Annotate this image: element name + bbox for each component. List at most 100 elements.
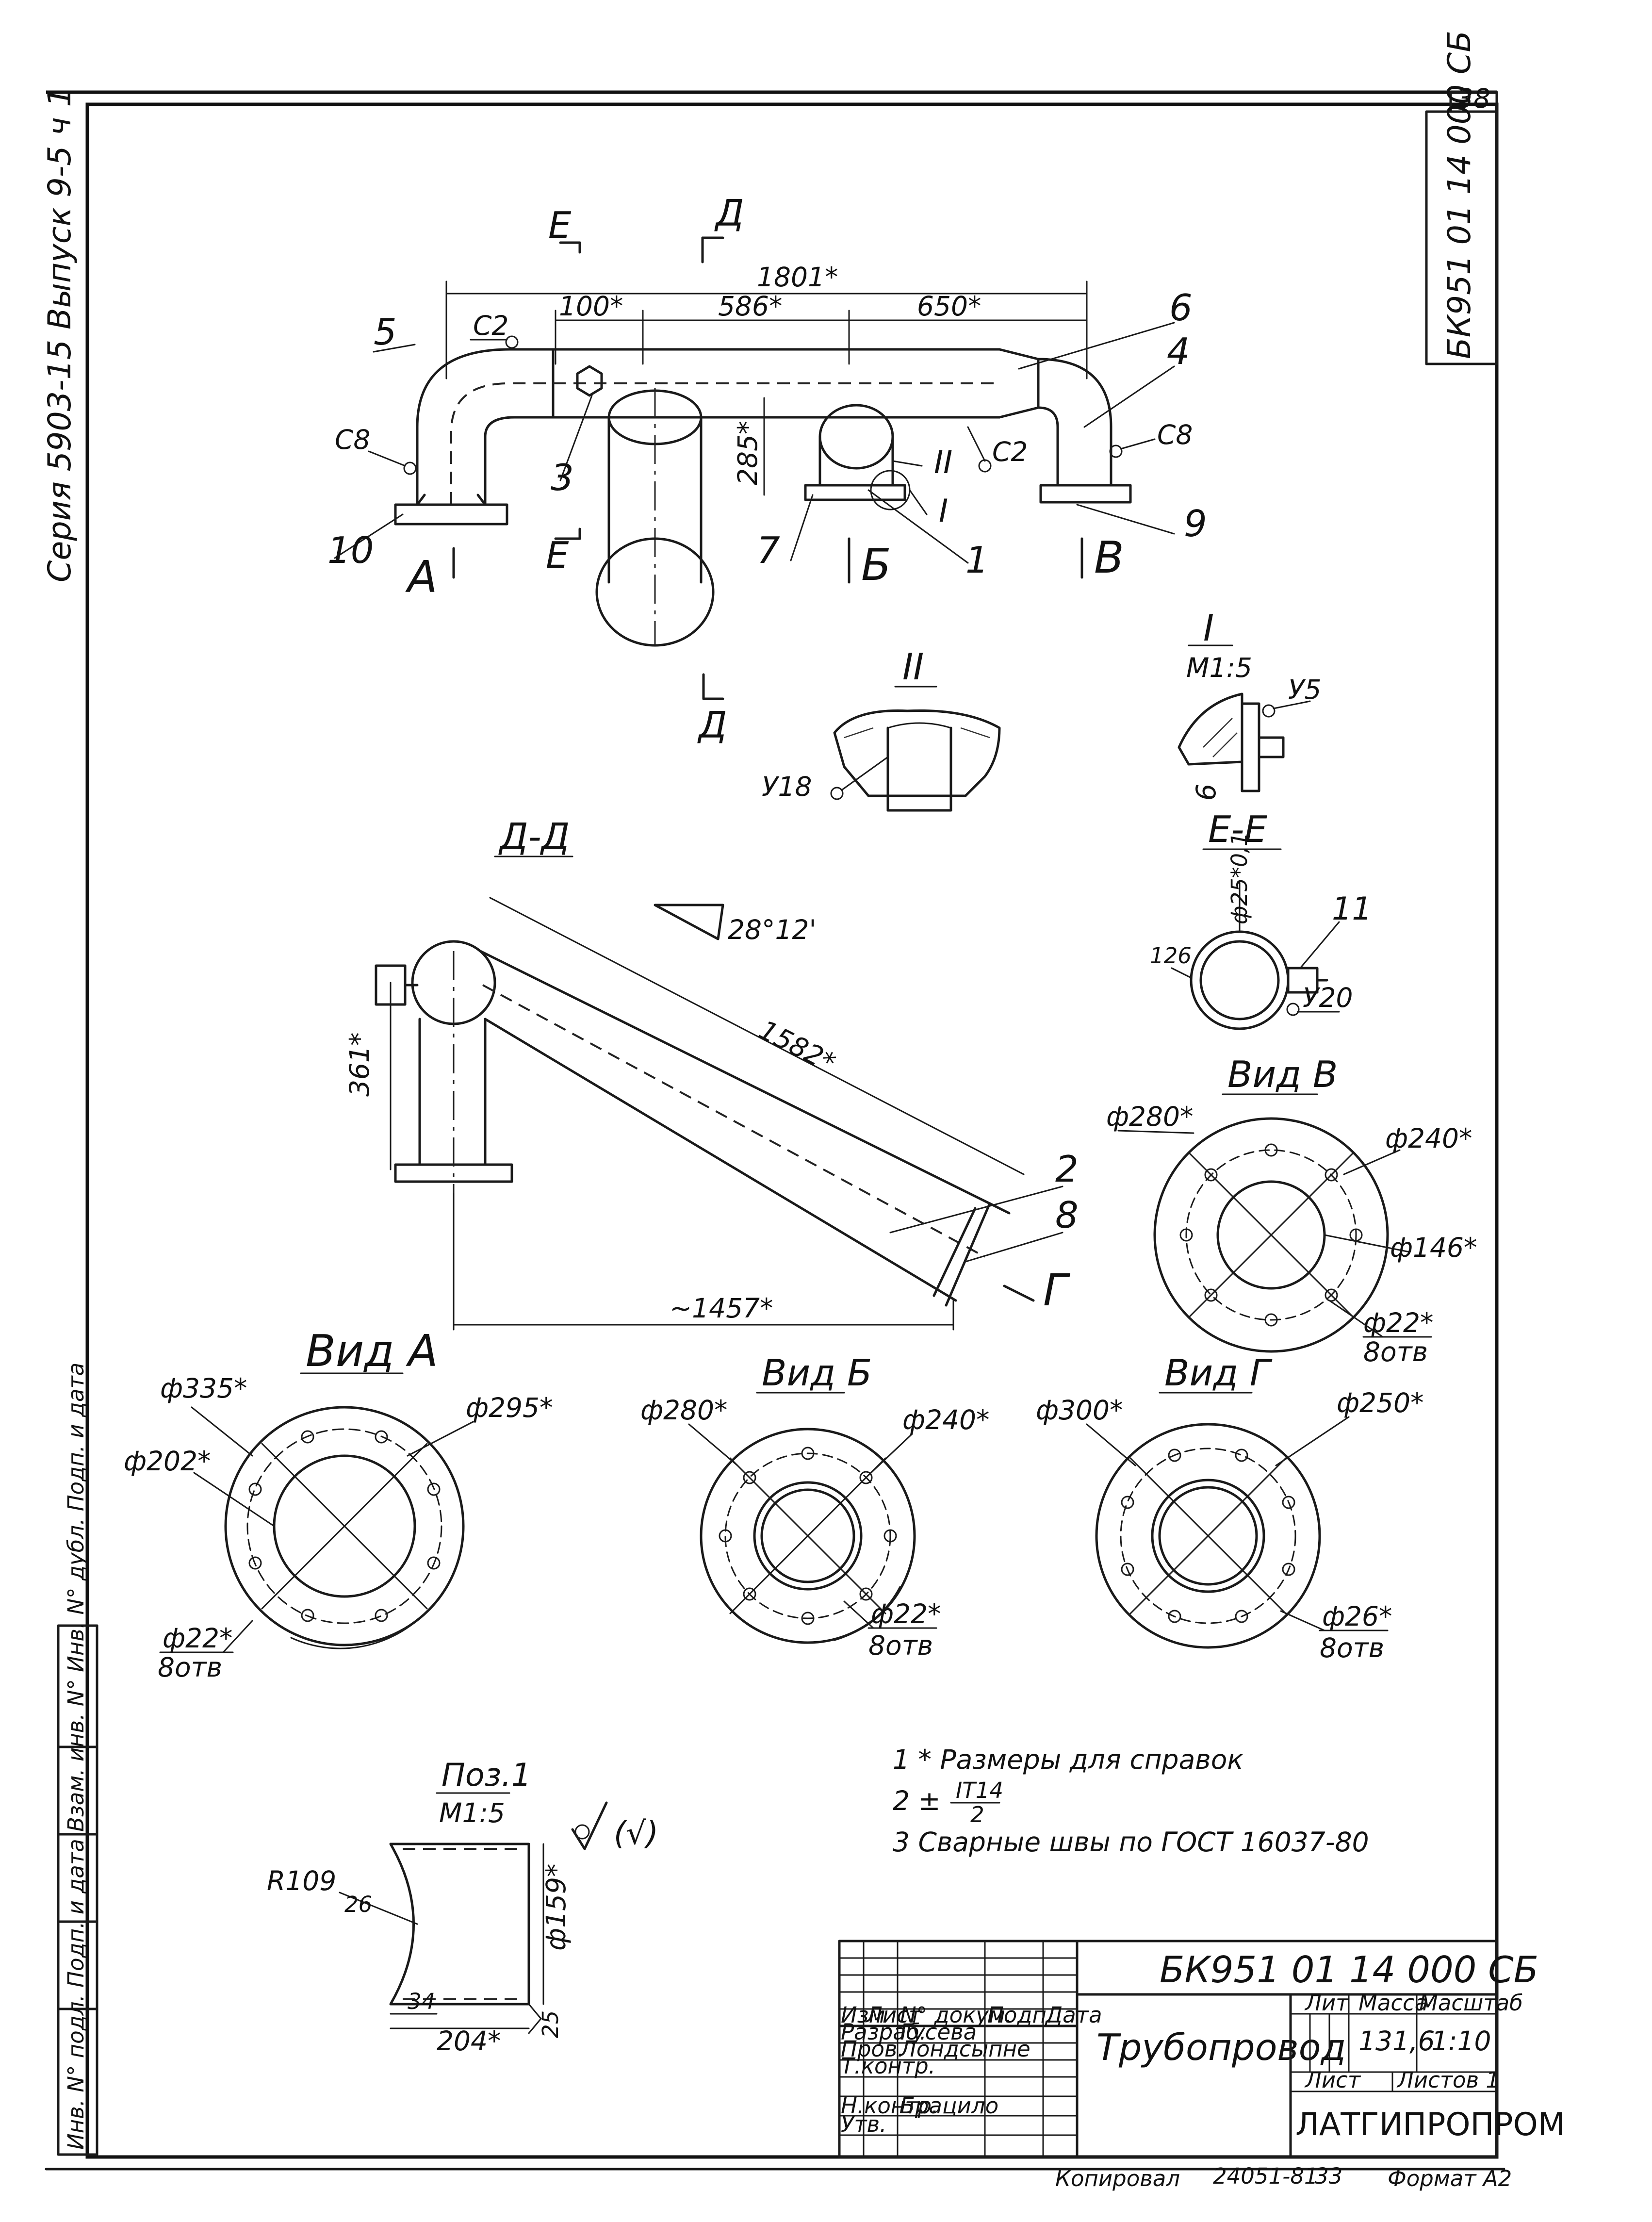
tb-hdr-sign: Подп. (987, 2002, 1053, 2028)
pos1-dia: ф159* (540, 1863, 572, 1951)
section-e-bottom-label: Е (546, 534, 569, 576)
view-g-d250: ф250* (1337, 1387, 1424, 1418)
view-v-marker: В (1094, 532, 1124, 583)
footer-order: 24051-81 (1213, 2163, 1318, 2189)
view-a-marker: А (405, 552, 438, 603)
tb-doc-code: БК951 01 14 000 СБ (1160, 1948, 1538, 1991)
section-dd-title: Д-Д (498, 815, 570, 858)
view-b-bolt-holes (719, 1447, 897, 1625)
side-stamp-text: Инв. N° подл. Подп. и дата Взам. инв. N°… (63, 1363, 89, 2150)
note-2-denominator: 2 (970, 1802, 984, 1827)
title-block: Изм Лист N° докум. Подп. Дата Разраб. Гу… (838, 1940, 1565, 2158)
view-b-holes-n: 8отв (868, 1630, 933, 1661)
pos1-detail: Поз.1 М1:5 R109 26 ф159* 204* 34 25 (√) (267, 1757, 658, 2057)
detail-1-title: I (1203, 607, 1214, 649)
view-a-d335: ф335* (160, 1373, 247, 1404)
pos-4-label: 4 (1167, 330, 1190, 373)
detail-2-title: II (902, 645, 924, 688)
dim-overall-length: 1801* (757, 262, 838, 293)
tb-scale: 1:10 (1431, 2025, 1491, 2057)
view-a: Вид А ф335* ф295* ф202* ф22* 8отв (124, 1326, 553, 1683)
view-g-holes: ф26* (1322, 1601, 1392, 1632)
series-label: Серия 5903-15 Выпуск 9-5 ч 1 (42, 87, 78, 582)
footer-33: 33 (1315, 2163, 1342, 2189)
pos-7-label: 7 (757, 529, 780, 572)
view-v-d240: ф240* (1385, 1123, 1472, 1154)
weld-y18: У18 (762, 771, 812, 802)
notes: 1 * Размеры для справок 2 ± IT14 2 3 Сва… (893, 1744, 1369, 1858)
weld-y20: У20 (1303, 982, 1353, 1013)
section-d-top-label: Д (714, 192, 744, 234)
dim-586: 586* (718, 291, 782, 322)
tb-name-razrab: Гусева (900, 2019, 977, 2045)
view-b-d280: ф280* (640, 1395, 728, 1426)
view-b-title: Вид Б (762, 1351, 872, 1394)
tb-col-scale: Масштаб (1419, 1990, 1523, 2016)
roughness-mark: (√) (614, 1815, 658, 1852)
tb-hdr-izm: Изм (841, 2002, 885, 2028)
view-g-holes-n: 8отв (1320, 1632, 1384, 1663)
tb-hdr-list: Лист (865, 2002, 922, 2028)
view-b-holes: ф22* (871, 1598, 941, 1629)
page-number: 38 (1456, 83, 1490, 114)
side-stamp: Инв. N° подл. Подп. и дата Взам. инв. N°… (57, 1363, 98, 2156)
footer: Копировал 24051-81 33 Формат А2 (1055, 2163, 1512, 2191)
view-a-d295: ф295* (466, 1392, 553, 1423)
pos1-26: 26 (344, 1892, 372, 1917)
view-b: Вид Б ф280* ф240* ф22* 8отв (640, 1351, 990, 1661)
view-a-holes-n: 8отв (158, 1652, 222, 1683)
note-3: 3 Сварные швы по ГОСТ 16037-80 (893, 1827, 1369, 1858)
tb-org: ЛАТГИПРОПРОМ (1295, 2107, 1565, 2143)
view-v-holes-n: 8отв (1363, 1336, 1428, 1367)
view-g-bolt-holes (1121, 1448, 1295, 1623)
tb-mass: 131,6 (1358, 2025, 1435, 2057)
tb-name-nkontr: Брацило (900, 2093, 998, 2119)
pos-5-label: 5 (374, 311, 397, 353)
weld-c8-a: С8 (335, 424, 370, 455)
ee-dia: ф25*0,1 (1227, 832, 1252, 924)
pos-1-label: 1 (965, 539, 989, 581)
weld-c2-a: С2 (473, 310, 508, 341)
tb-row-prov: Пров. (841, 2036, 904, 2062)
tb-hdr-date: Дата (1045, 2002, 1102, 2028)
sheet-frame: 38 БК951 01 14 000 СБ Серия 5903-15 Выпу… (42, 31, 1505, 2171)
ee-126: 126 (1150, 943, 1192, 969)
section-ee: Е-Е ф25*0,1 126 11 У20 (1150, 808, 1372, 1030)
pos1-r: R109 (267, 1865, 336, 1896)
view-g-d300: ф300* (1036, 1395, 1123, 1426)
detail-2: II У18 (762, 645, 1001, 812)
note-2-it14: IT14 (956, 1778, 1003, 1803)
view-v-d280: ф280* (1106, 1101, 1194, 1132)
dd-length: 1582* (754, 1014, 840, 1079)
detail-1-dim-6: 6 (1191, 784, 1222, 801)
pos-6-label: 6 (1169, 286, 1193, 329)
footer-format: Формат А2 (1388, 2166, 1512, 2191)
note-2: 2 ± (893, 1785, 941, 1816)
tb-hdr-doc: N° докум. (900, 2002, 1012, 2028)
view-b-marker: Б (861, 540, 891, 591)
tb-row-razrab: Разраб. (841, 2019, 927, 2045)
tb-row-tkontr: Т.контр. (841, 2053, 935, 2079)
tb-title-name: Трубопровод (1096, 2026, 1346, 2069)
view-g: Вид Г ф300* ф250* ф26* 8отв (1036, 1351, 1424, 1663)
section-d-bottom-label: Д (697, 704, 727, 746)
view-v-title: Вид В (1227, 1053, 1338, 1096)
pos1-34: 34 (408, 1989, 435, 2014)
tb-sheets: Листов 1 (1396, 2067, 1500, 2093)
dd-height: 361* (344, 1033, 375, 1097)
weld-c2-b: С2 (992, 436, 1028, 467)
detail-1-marker: I (939, 493, 948, 529)
main-view: Е Д 1801* 100* 586* 650* (327, 192, 1207, 746)
pos-2-label: 2 (1055, 1148, 1079, 1190)
view-a-title: Вид А (306, 1326, 438, 1377)
weld-c8-b: С8 (1157, 419, 1193, 450)
view-a-d202: ф202* (124, 1446, 211, 1477)
tb-col-mass: Масса (1358, 1990, 1428, 2016)
tb-row-utv: Утв. (841, 2111, 886, 2137)
dim-100: 100* (559, 291, 623, 322)
pos1-scale: М1:5 (439, 1797, 505, 1828)
dim-650: 650* (917, 291, 981, 322)
note-1: 1 * Размеры для справок (893, 1744, 1243, 1775)
pos1-title: Поз.1 (442, 1757, 531, 1794)
